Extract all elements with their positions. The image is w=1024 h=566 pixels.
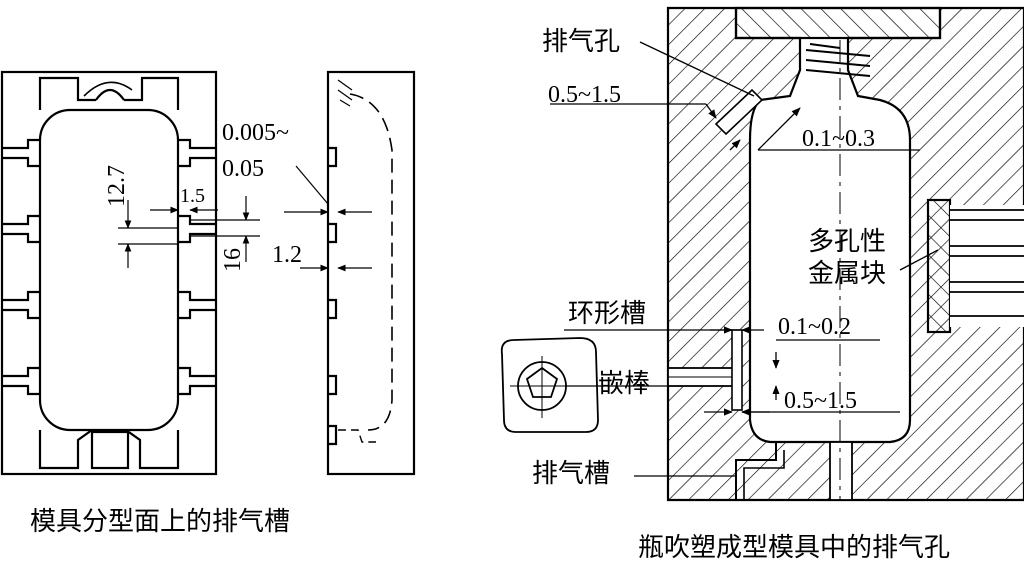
label-vent-hole: 排气孔	[542, 27, 620, 57]
right-leader-lines	[550, 41, 939, 477]
label-metal-block: 金属块	[808, 259, 886, 289]
label-range-0-5-1-5-bottom: 0.5~1.5	[784, 388, 857, 414]
dim-1-2: 1.2	[272, 242, 302, 268]
left-dimension-lines	[118, 196, 260, 268]
label-vent-groove: 排气槽	[532, 459, 610, 489]
dim-16: 16	[220, 248, 246, 272]
insert-rod-detail	[500, 337, 599, 433]
dim-1-5: 1.5	[180, 185, 205, 207]
left-mold-section	[326, 70, 416, 476]
left-mold-plan	[0, 70, 218, 476]
dim-12-7: 12.7	[104, 165, 130, 207]
label-ring-groove: 环形槽	[568, 299, 646, 329]
label-range-0-1-0-2: 0.1~0.2	[778, 314, 851, 340]
right-caption: 瓶吹塑成型模具中的排气孔	[638, 533, 950, 562]
dim-0-05: 0.05	[222, 156, 264, 182]
section-dimension-lines	[284, 165, 372, 272]
label-porous: 多孔性	[808, 227, 886, 257]
label-insert-rod: 嵌棒	[598, 369, 650, 399]
left-caption: 模具分型面上的排气槽	[30, 507, 290, 537]
label-range-0-1-0-3: 0.1~0.3	[802, 126, 875, 152]
dim-0-005: 0.005~	[222, 120, 289, 146]
right-mold-section	[666, 6, 1024, 502]
label-range-0-5-1-5-top: 0.5~1.5	[548, 82, 621, 108]
